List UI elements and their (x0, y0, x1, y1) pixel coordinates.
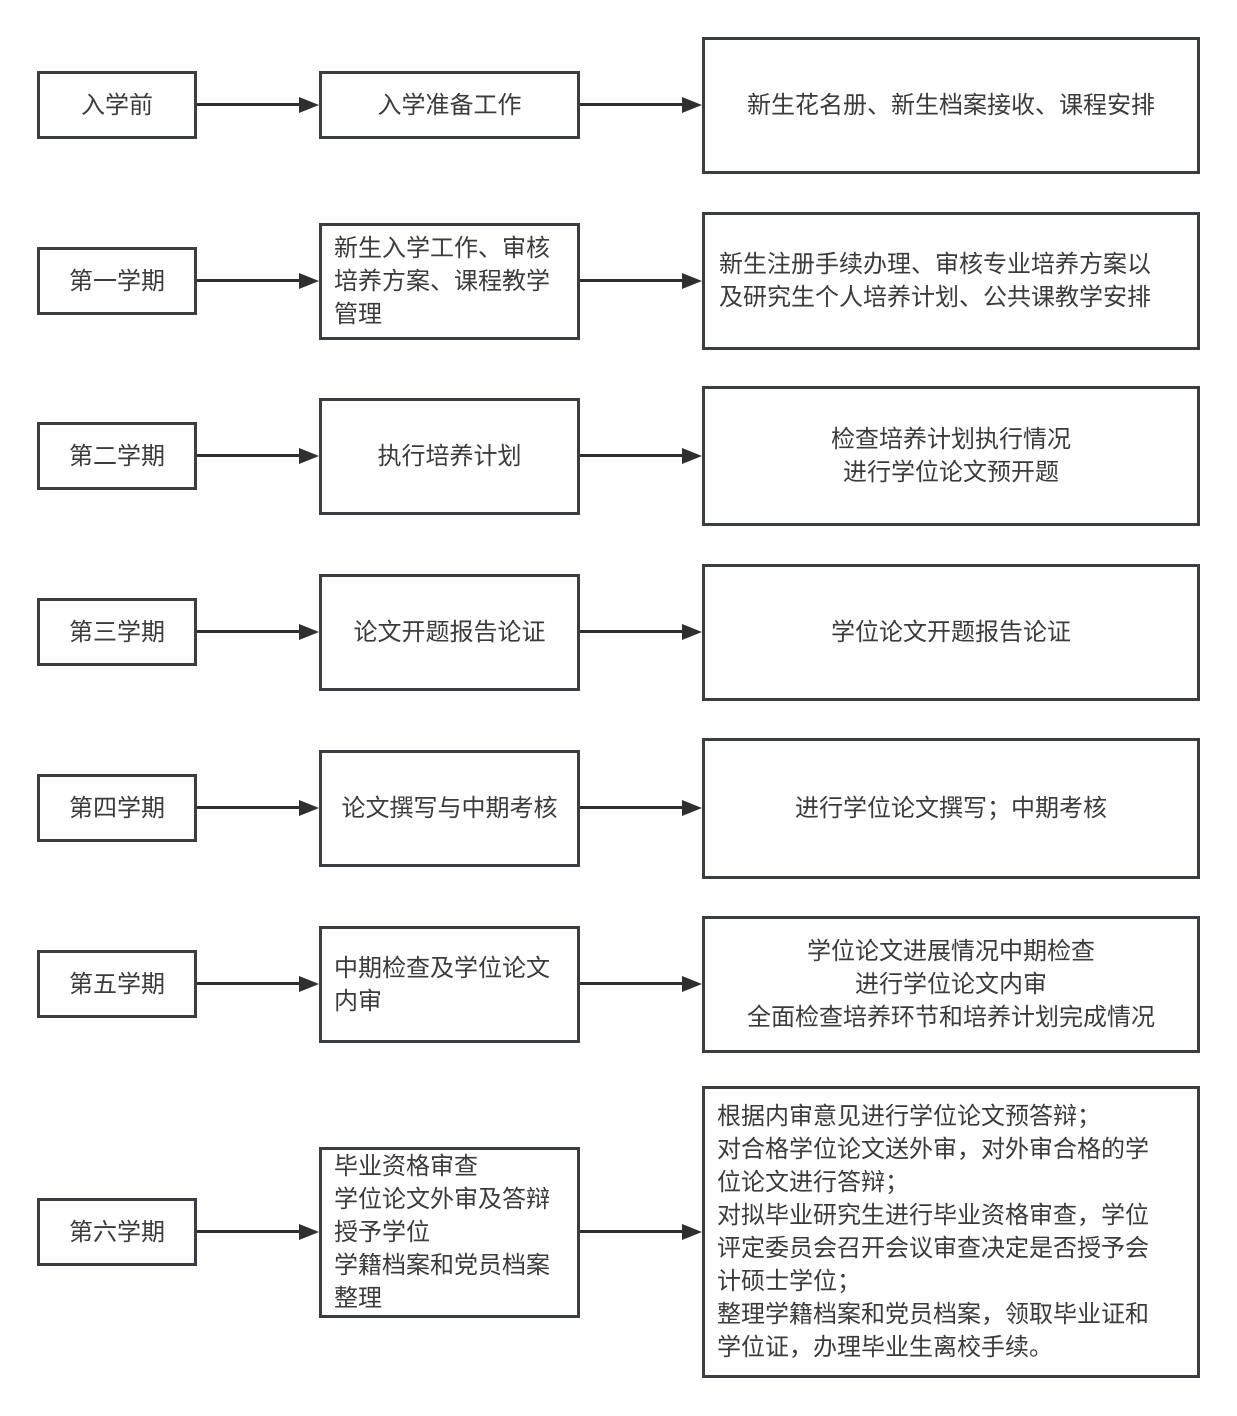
arrow-right-icon (682, 1224, 702, 1240)
arrow-line (197, 806, 301, 809)
stage-box-row6: 第五学期 (37, 950, 197, 1018)
arrow-right-icon (682, 976, 702, 992)
arrow-line (197, 103, 301, 106)
stage-box-row2: 第一学期 (37, 247, 197, 315)
arrow-right-icon (682, 800, 702, 816)
arrow-right-icon (299, 1224, 319, 1240)
detail-box-row2: 新生注册手续办理、审核专业培养方案以 及研究生个人培养计划、公共课教学安排 (702, 212, 1200, 350)
stage-box-row1: 入学前 (37, 71, 197, 139)
arrow-line (580, 982, 684, 985)
arrow-line (197, 454, 301, 457)
arrow-right-icon (682, 624, 702, 640)
arrow-right-icon (299, 448, 319, 464)
arrow-line (580, 279, 684, 282)
detail-box-row5: 进行学位论文撰写；中期考核 (702, 738, 1200, 879)
arrow-right-icon (299, 976, 319, 992)
stage-box-row7: 第六学期 (37, 1198, 197, 1266)
stage-box-row3: 第二学期 (37, 422, 197, 490)
arrow-right-icon (299, 624, 319, 640)
arrow-line (197, 630, 301, 633)
middle-box-row7: 毕业资格审查 学位论文外审及答辩 授予学位 学籍档案和党员档案 整理 (319, 1147, 580, 1318)
detail-box-row7: 根据内审意见进行学位论文预答辩； 对合格学位论文送外审，对外审合格的学 位论文进… (702, 1086, 1200, 1378)
arrow-right-icon (682, 273, 702, 289)
arrow-right-icon (299, 800, 319, 816)
arrow-line (580, 454, 684, 457)
detail-box-row1: 新生花名册、新生档案接收、课程安排 (702, 37, 1200, 174)
arrow-line (580, 103, 684, 106)
middle-box-row5: 论文撰写与中期考核 (319, 750, 580, 867)
arrow-right-icon (299, 273, 319, 289)
middle-box-row3: 执行培养计划 (319, 398, 580, 515)
arrow-line (197, 982, 301, 985)
middle-box-row4: 论文开题报告论证 (319, 574, 580, 691)
arrow-line (197, 279, 301, 282)
arrow-right-icon (682, 448, 702, 464)
stage-box-row5: 第四学期 (37, 774, 197, 842)
detail-box-row3: 检查培养计划执行情况 进行学位论文预开题 (702, 386, 1200, 526)
middle-box-row1: 入学准备工作 (319, 71, 580, 139)
middle-box-row2: 新生入学工作、审核 培养方案、课程教学 管理 (319, 223, 580, 340)
arrow-right-icon (299, 97, 319, 113)
arrow-line (197, 1230, 301, 1233)
arrow-line (580, 806, 684, 809)
arrow-line (580, 1230, 684, 1233)
middle-box-row6: 中期检查及学位论文 内审 (319, 926, 580, 1043)
arrow-right-icon (682, 97, 702, 113)
stage-box-row4: 第三学期 (37, 598, 197, 666)
arrow-line (580, 630, 684, 633)
detail-box-row6: 学位论文进展情况中期检查 进行学位论文内审 全面检查培养环节和培养计划完成情况 (702, 916, 1200, 1053)
detail-box-row4: 学位论文开题报告论证 (702, 564, 1200, 701)
